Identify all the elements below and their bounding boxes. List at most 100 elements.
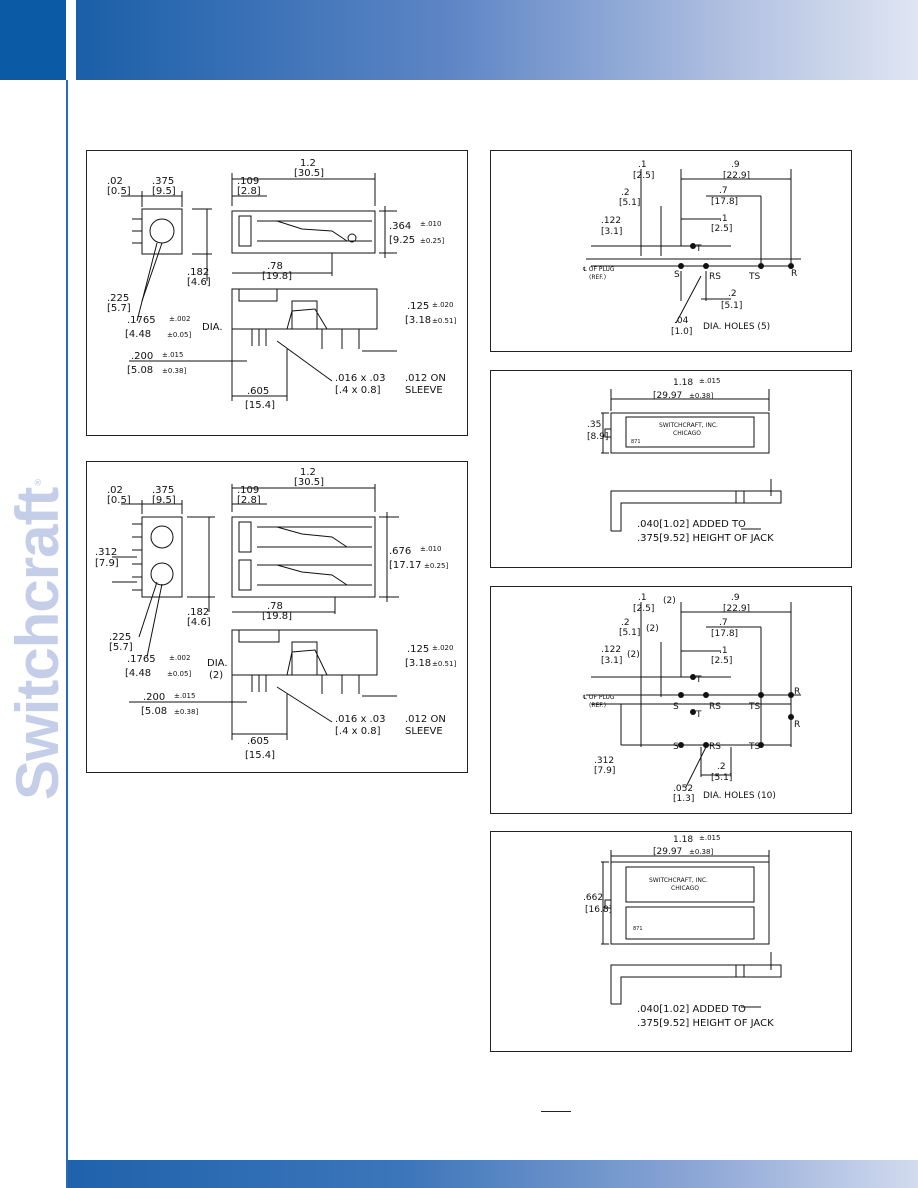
dim-text: .1 xyxy=(719,646,728,656)
dim-text: ±.020 xyxy=(432,644,453,652)
dim-text: T xyxy=(695,710,702,720)
dim-text: (2) xyxy=(627,650,640,660)
dim-text: [8.9] xyxy=(587,432,608,442)
dim-text: .1765 xyxy=(127,654,156,665)
dim-text: DIA. xyxy=(207,658,228,669)
dim-text: .125 xyxy=(407,644,429,655)
dim-text: [2.5] xyxy=(633,604,654,614)
dim-text: .052 xyxy=(673,784,693,794)
label-text: 871 xyxy=(631,439,641,445)
dim-text: .125 xyxy=(407,301,429,312)
dim-text: DIA. HOLES (10) xyxy=(703,791,776,801)
dim-text: [.4 x 0.8] xyxy=(335,726,381,737)
dim-text: [4.48 xyxy=(125,668,151,679)
dim-text: RS xyxy=(709,272,721,282)
pcb-hole xyxy=(678,742,684,748)
dim-text: [5.08 xyxy=(127,365,153,376)
dim-text: ±0.25] xyxy=(420,237,444,245)
dim-text: [5.1] xyxy=(711,773,732,783)
left-rule xyxy=(66,80,68,1188)
dim-text: [1.0] xyxy=(671,327,692,337)
single-pcb-svg: .1 [2.5] .9 [22.9] .2 [5.1] .7 [17.8] .1… xyxy=(583,160,801,337)
footer-bar xyxy=(68,1160,918,1188)
dim-text: S xyxy=(674,270,680,280)
dim-text: [16.8] xyxy=(585,905,612,915)
dim-text: [4.6] xyxy=(187,617,211,628)
dim-text: [3.18 xyxy=(405,658,431,669)
dim-text: [3.1] xyxy=(601,656,622,666)
dim-text: .122 xyxy=(601,216,621,226)
dim-text: .312 xyxy=(594,756,614,766)
dim-text: .375 xyxy=(152,485,174,496)
dim-text: .605 xyxy=(247,736,269,747)
dim-text: (REF.) xyxy=(589,702,606,709)
corner-block xyxy=(0,0,66,80)
dim-text: T xyxy=(695,675,702,685)
dim-text: .012 ON xyxy=(405,373,446,384)
dim-text: [19.8] xyxy=(262,611,292,622)
dim-text: [0.5] xyxy=(107,495,131,506)
dim-text: [.4 x 0.8] xyxy=(335,385,381,396)
dim-text: ±.015 xyxy=(162,351,183,359)
dim-text: .662 xyxy=(583,893,603,903)
dim-text: [3.18 xyxy=(405,315,431,326)
dim-text: [1.3] xyxy=(673,794,694,804)
dim-text: ±.010 xyxy=(420,545,441,553)
dim-text: [4.6] xyxy=(187,277,211,288)
dim-text: .9 xyxy=(731,160,740,170)
dim-text: .7 xyxy=(719,618,728,628)
dim-text: [2.5] xyxy=(711,224,732,234)
dim-text: .7 xyxy=(719,186,728,196)
pcb-hole xyxy=(758,692,764,698)
dim-text: 1.18 xyxy=(673,378,693,388)
dim-text: ±.015 xyxy=(699,834,720,842)
pcb-hole xyxy=(788,714,794,720)
dim-text: [17.17 xyxy=(389,560,422,571)
dim-text: DIA. xyxy=(202,322,223,333)
pcb-hole xyxy=(690,243,696,249)
dim-text: .225 xyxy=(109,632,131,643)
pcb-hole xyxy=(758,263,764,269)
dim-text: [29.97 xyxy=(653,847,682,857)
dim-text: .2 xyxy=(621,618,630,628)
dim-text: [30.5] xyxy=(294,168,324,179)
dim-text: .1 xyxy=(719,214,728,224)
dim-text: [2.8] xyxy=(237,186,261,197)
dual-jack-svg: 1.2 [30.5] .109 [2.8] .02 [0.5] .375 [9.… xyxy=(95,467,456,761)
dim-text: .200 xyxy=(143,692,165,703)
dim-text: [2.8] xyxy=(237,495,261,506)
pcb-hole xyxy=(703,742,709,748)
pcb-hole xyxy=(678,692,684,698)
dim-text: (REF.) xyxy=(589,274,606,281)
dim-text: [17.8] xyxy=(711,629,738,639)
dim-text: .040[1.02] ADDED TO xyxy=(637,519,746,530)
dim-text: .225 xyxy=(107,293,129,304)
dim-text: .1765 xyxy=(127,315,156,326)
dim-text: S xyxy=(673,702,679,712)
dim-text: .1 xyxy=(638,593,647,603)
dim-text: (2) xyxy=(663,596,676,606)
dim-text: .016 x .03 xyxy=(335,373,385,384)
dim-text: [15.4] xyxy=(245,750,275,761)
pcb-hole xyxy=(788,692,794,698)
dim-text: ±.010 xyxy=(420,220,441,228)
dim-text: .364 xyxy=(389,221,411,232)
dim-text: .02 xyxy=(107,176,123,187)
single-jack-drawing: 1.2 [30.5] .109 [2.8] .02 [0.5] .375 [9.… xyxy=(86,150,468,436)
dim-text: .109 xyxy=(237,176,259,187)
dim-text: .122 xyxy=(601,645,621,655)
dim-text: [5.1] xyxy=(619,628,640,638)
dim-text: [9.5] xyxy=(152,186,176,197)
dim-text: .2 xyxy=(717,762,726,772)
dim-text: [9.25 xyxy=(389,235,415,246)
dim-text: R xyxy=(791,269,797,279)
single-pcb-layout: .1 [2.5] .9 [22.9] .2 [5.1] .7 [17.8] .1… xyxy=(490,150,852,352)
label-text: CHICAGO xyxy=(671,885,699,892)
pcb-hole xyxy=(678,263,684,269)
dim-text: .312 xyxy=(95,547,117,558)
dim-text: ±0.38] xyxy=(162,367,186,375)
dim-text: RS xyxy=(709,742,721,752)
dim-text: ℄ OF PLUG xyxy=(583,266,615,273)
dim-text: [3.1] xyxy=(601,227,622,237)
dim-text: [29.97 xyxy=(653,391,682,401)
